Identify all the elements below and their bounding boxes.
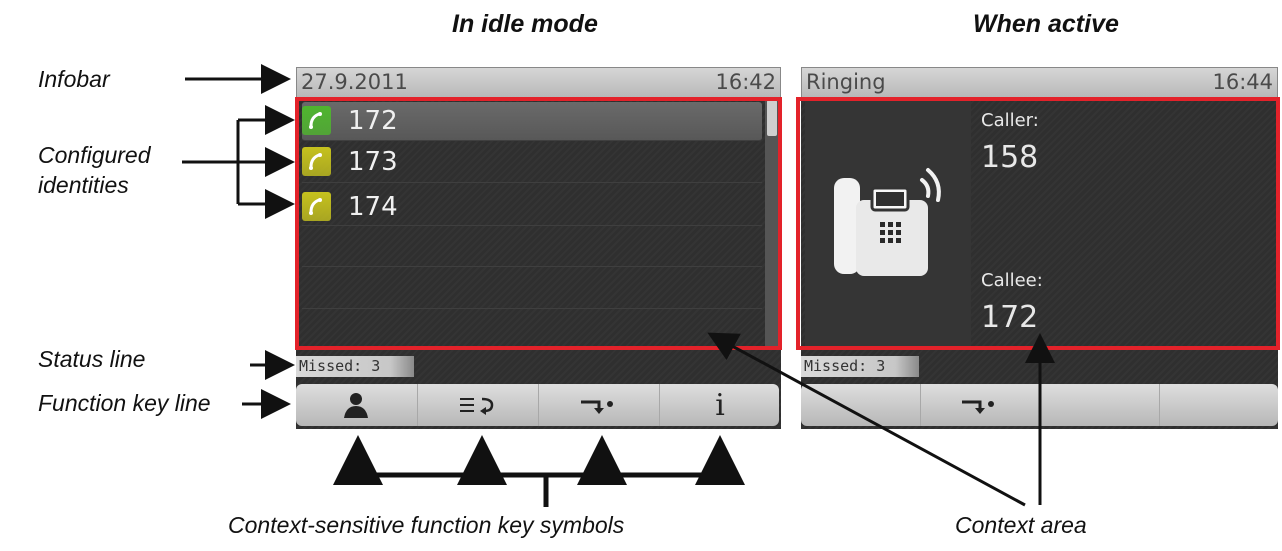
scrollbar-thumb[interactable] (767, 100, 777, 136)
infobar-time: 16:42 (715, 70, 776, 94)
active-mode-heading: When active (973, 10, 1119, 38)
handset-icon (302, 106, 331, 135)
configured-identities-callout: Configured identities (38, 142, 151, 198)
handset-icon (302, 147, 331, 176)
idle-status-line: Missed: 3 (296, 356, 414, 377)
list-row (302, 142, 762, 183)
context-area-highlight (295, 97, 782, 350)
scrollbar-track[interactable] (765, 100, 779, 348)
idle-function-key-bar: i (296, 384, 779, 426)
ringing-phone-icon (830, 160, 946, 285)
function-key-line-callout: Function key line (38, 390, 211, 416)
infobar-time: 16:44 (1212, 70, 1273, 94)
function-key-empty[interactable] (1039, 384, 1159, 426)
list-row (302, 226, 762, 267)
function-key-empty[interactable] (801, 384, 919, 426)
context-area-highlight-active (796, 97, 1280, 350)
caller-number: 158 (981, 140, 1039, 175)
list-row (302, 267, 762, 309)
active-function-key-bar (801, 384, 1278, 426)
idle-mode-heading: In idle mode (452, 10, 598, 38)
person-icon[interactable] (296, 384, 416, 426)
identity-label[interactable]: 172 (348, 106, 398, 136)
infobar-date: 27.9.2011 (301, 70, 408, 94)
active-infobar: Ringing 16:44 (801, 67, 1278, 98)
context-sensitive-callout: Context-sensitive function key symbols (228, 512, 625, 538)
context-area-callout: Context area (955, 512, 1087, 538)
handset-icon (302, 192, 331, 221)
identity-row-selected[interactable] (302, 102, 762, 141)
identity-label[interactable]: 174 (348, 192, 398, 222)
info-icon[interactable]: i (659, 384, 780, 426)
identity-label[interactable]: 173 (348, 147, 398, 177)
forward-icon[interactable] (920, 384, 1039, 426)
active-status-line: Missed: 3 (801, 356, 919, 377)
callee-number: 172 (981, 300, 1039, 335)
list-return-icon[interactable] (417, 384, 538, 426)
list-row (302, 185, 762, 226)
callee-label: Callee: (981, 270, 1043, 291)
caller-label: Caller: (981, 110, 1039, 131)
forward-icon[interactable] (538, 384, 659, 426)
status-line-callout: Status line (38, 346, 146, 372)
idle-infobar: 27.9.2011 16:42 (296, 67, 781, 98)
call-state: Ringing (806, 70, 886, 94)
infobar-callout: Infobar (38, 66, 110, 92)
function-key-empty[interactable] (1159, 384, 1279, 426)
info-glyph: i (715, 387, 725, 423)
